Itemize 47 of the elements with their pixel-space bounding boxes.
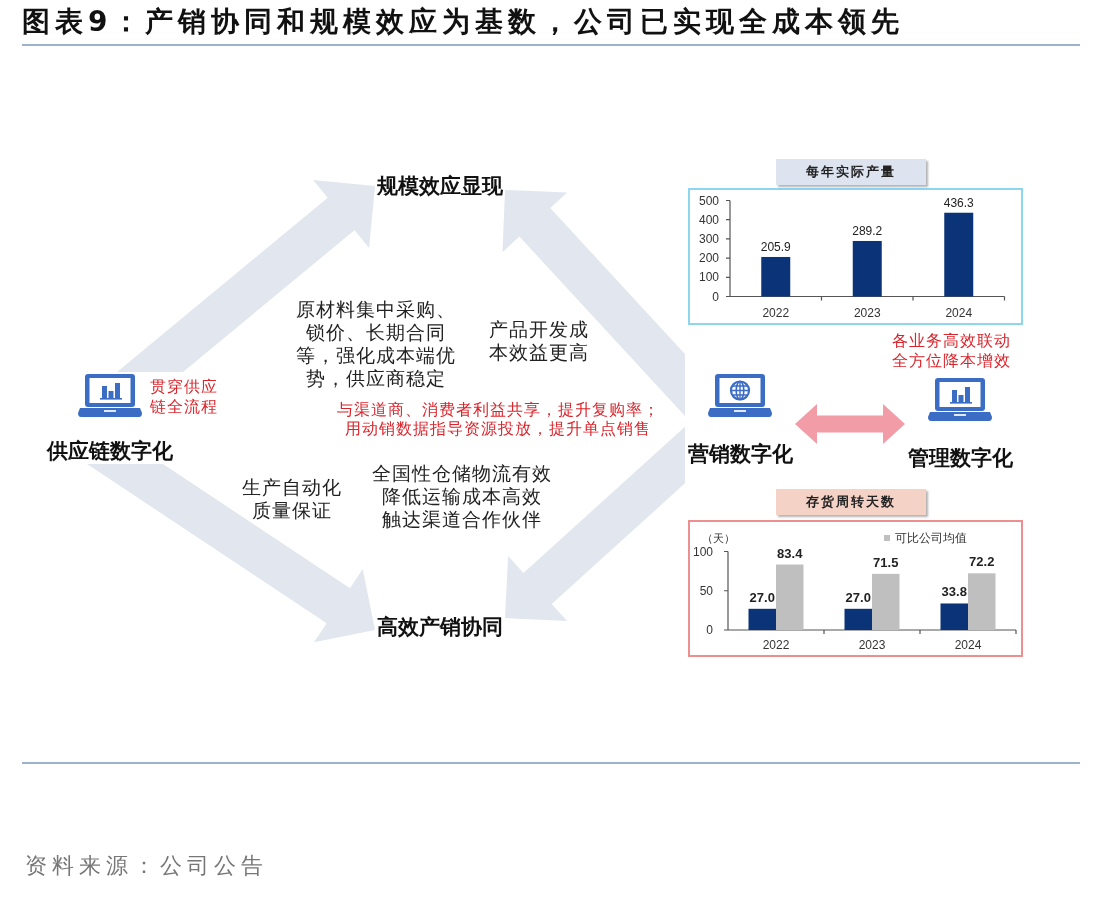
block-arrow: [117, 180, 375, 372]
description-text: 原材料集中采购、锁价、长期合同等，强化成本端优势，供应商稳定: [295, 298, 457, 390]
tick-label: 100: [692, 544, 713, 559]
node-label: 管理数字化: [907, 445, 1013, 471]
category-label: 2023: [853, 305, 881, 320]
description-text: 全国性仓储物流有效降低运输成本高效触达渠道合作伙伴: [370, 462, 553, 531]
annotation-text: 各业务高效联动全方位降本增效: [892, 331, 1012, 371]
chart-title: 每年实际产量: [776, 159, 926, 185]
tick-label: 50: [699, 583, 713, 598]
data-label: 71.5: [873, 554, 899, 570]
node-label: 供应链数字化: [47, 438, 173, 464]
chart-title: 存货周转天数: [776, 489, 926, 515]
block-arrow: [87, 464, 375, 643]
axis-label: （天）: [702, 532, 735, 545]
category-label: 2024: [954, 638, 982, 652]
block-arrow: [505, 426, 685, 622]
category-label: 2024: [945, 305, 973, 320]
tick-label: 100: [698, 270, 719, 285]
block-arrow: [502, 190, 685, 416]
tick-label: 400: [698, 212, 719, 227]
tick-label: 0: [706, 623, 713, 637]
description-text: 产品开发成本效益更高: [488, 318, 590, 364]
data-label: 83.4: [777, 545, 803, 561]
category-label: 2023: [858, 638, 886, 652]
legend-label: 可比公司均值: [895, 531, 967, 545]
node-label: 高效产销协同: [377, 614, 503, 640]
description-text: 生产自动化质量保证: [240, 476, 343, 522]
data-label: 72.2: [969, 554, 995, 570]
data-label: 27.0: [845, 589, 871, 605]
double-arrow: [795, 404, 905, 444]
data-label: 205.9: [760, 239, 791, 254]
annotation-text: 贯穿供应链全流程: [150, 377, 219, 417]
tick-label: 500: [698, 193, 719, 208]
node-label: 营销数字化: [687, 441, 793, 467]
node-label: 规模效应显现: [377, 173, 503, 199]
source-note: 资料来源：公司公告: [25, 852, 268, 880]
tick-label: 0: [712, 289, 719, 304]
data-label: 436.3: [943, 195, 974, 210]
annotation-text: 与渠道商、消费者利益共享，提升复购率；用动销数据指导资源投放，提升单点销售: [335, 401, 661, 439]
data-label: 27.0: [749, 589, 775, 605]
data-label: 289.2: [852, 223, 883, 238]
category-label: 2022: [762, 638, 790, 652]
figure-title: 图表9：产销协同和规模效应为基数，公司已实现全成本领先: [22, 5, 905, 39]
category-label: 2022: [762, 305, 790, 320]
tick-label: 200: [698, 251, 719, 266]
data-label: 33.8: [941, 584, 967, 600]
tick-label: 300: [698, 231, 719, 246]
